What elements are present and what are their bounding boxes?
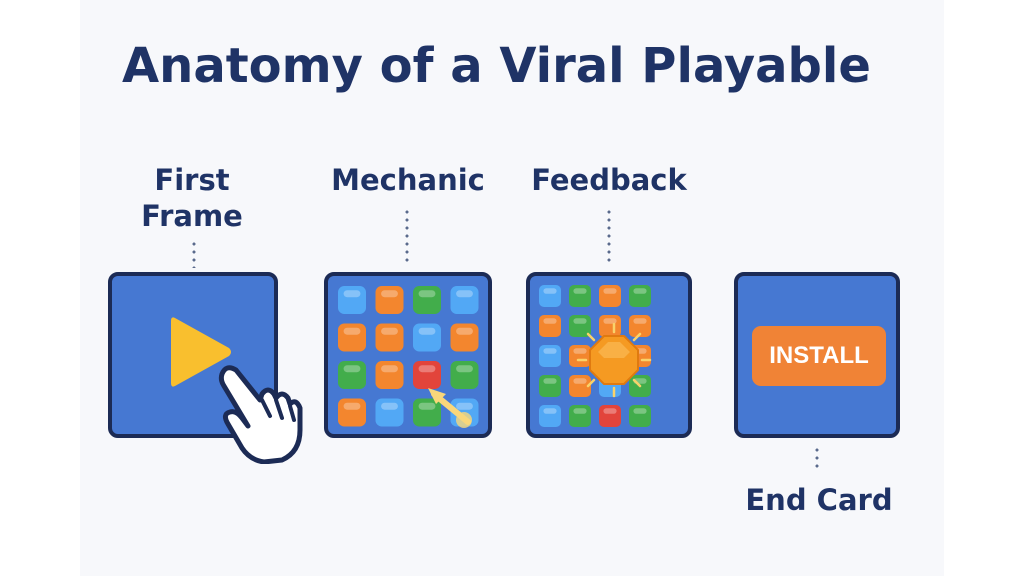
connector-dots: [815, 446, 819, 470]
gem-icon: [413, 323, 441, 352]
gem-icon: [338, 286, 366, 314]
gem-icon: [569, 375, 591, 397]
stage-panel-feedback: [526, 272, 692, 438]
gem-icon: [629, 405, 651, 427]
gem-icon: [338, 398, 366, 427]
gem-icon: [569, 345, 591, 367]
gem-icon: [569, 285, 591, 307]
pointing-hand-icon: [218, 365, 303, 464]
gem-icon: [539, 285, 561, 307]
connector-dots: [607, 208, 611, 266]
swipe-arrow-icon: [428, 388, 472, 428]
burst-gem-icon: [576, 322, 652, 398]
stage-label-mechanic: Mechanic: [331, 163, 485, 197]
gem-grid: [338, 286, 479, 427]
gem-icon: [599, 315, 621, 337]
gem-icon: [413, 361, 441, 389]
connector-dots: [405, 208, 409, 266]
gem-icon: [599, 405, 621, 427]
stage-label-end-card: End Card: [745, 483, 893, 517]
stage-panel-end-card: INSTALL: [734, 272, 900, 438]
gem-icon: [539, 375, 561, 397]
gem-icon: [450, 323, 479, 352]
gem-icon: [569, 405, 591, 427]
stage-panel-first-frame: [108, 272, 303, 464]
gem-icon: [375, 398, 404, 427]
gem-icon: [413, 286, 441, 314]
stage-panel-mechanic: [324, 272, 492, 438]
stage-label-first-frame: First Frame: [134, 162, 250, 234]
gem-icon: [338, 361, 366, 389]
gem-icon: [539, 405, 561, 427]
gem-icon: [539, 315, 561, 337]
gem-icon: [338, 323, 366, 352]
gem-icon: [599, 285, 621, 307]
gem-icon: [375, 286, 404, 314]
install-button[interactable]: INSTALL: [752, 326, 886, 386]
gem-icon: [629, 315, 651, 337]
gem-icon: [375, 323, 404, 352]
gem-icon: [450, 361, 479, 389]
diagram-title: Anatomy of a Viral Playable: [122, 38, 871, 94]
gem-icon: [450, 286, 479, 314]
stage-label-line: First: [154, 163, 230, 197]
connector-dots: [192, 240, 196, 268]
gem-icon: [539, 345, 561, 367]
gem-icon: [413, 398, 441, 427]
play-icon: [171, 317, 231, 387]
gem-icon: [569, 315, 591, 337]
gem-icon: [629, 285, 651, 307]
stage-label-feedback: Feedback: [531, 163, 687, 197]
stage-label-line: Frame: [141, 199, 243, 233]
gem-icon: [375, 361, 404, 389]
